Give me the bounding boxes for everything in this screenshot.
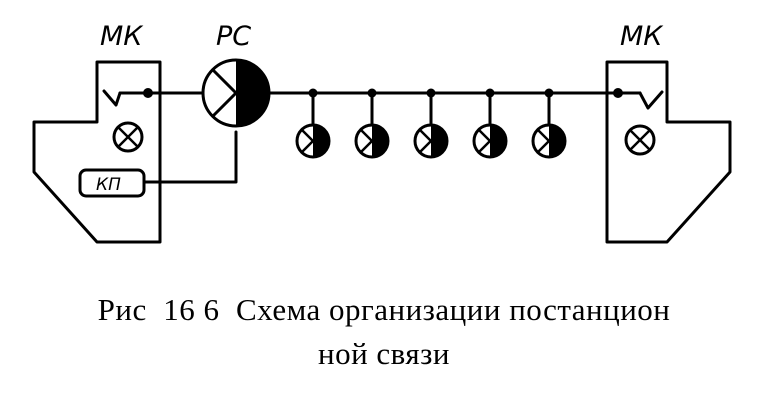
- right-mk-housing: [605, 60, 732, 244]
- station-lamp-4: [472, 88, 508, 159]
- communication-scheme-diagram: МК РС МК КП: [32, 21, 732, 244]
- label-rs: РС: [216, 21, 251, 52]
- left-mk-housing: [32, 60, 162, 244]
- label-mk-left: МК: [100, 21, 144, 52]
- station-lamp-3: [413, 88, 449, 159]
- label-kp: КП: [96, 175, 121, 195]
- figure-caption-line-1: Рис 16 6 Схема организации постанцион: [97, 292, 671, 327]
- label-mk-right: МК: [620, 21, 664, 52]
- kp-to-rs-wire: [142, 130, 238, 184]
- station-lamp-1: [295, 88, 331, 159]
- station-lamp-5: [531, 88, 567, 159]
- left-key-switch: [102, 89, 122, 107]
- left-mk-lamp: [112, 121, 144, 153]
- station-lamp-2: [354, 88, 390, 159]
- right-mk-lamp: [624, 124, 656, 156]
- figure-caption-line-2: ной связи: [317, 336, 450, 371]
- rs-lamp: [201, 58, 271, 128]
- right-key-switch: [638, 90, 664, 110]
